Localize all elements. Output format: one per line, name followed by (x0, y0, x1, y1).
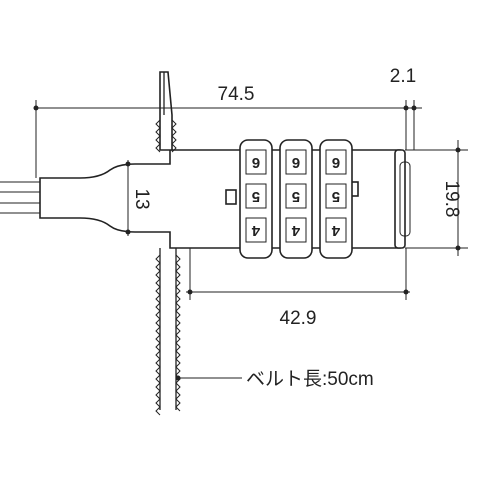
end-cap-label: 2.1 (390, 66, 416, 87)
dial-1-bottom-digit: 4 (251, 222, 260, 239)
dial-2-top-digit: 6 (292, 154, 300, 171)
overall-length-label: 74.5 (218, 84, 255, 105)
dimension-dial-span: 42.9 (186, 248, 410, 329)
dimension-neck-height: 13 (125, 160, 152, 236)
height-label: 19.8 (441, 181, 462, 218)
belt-strap (155, 71, 181, 416)
dimension-end-cap: 2.1 (380, 66, 422, 150)
dimension-height: 19.8 (405, 140, 468, 256)
belt-length-note: ベルト長:50cm (175, 369, 374, 390)
combination-dials: 6 6 6 5 5 5 4 4 4 (239, 139, 353, 259)
dial-2-middle-digit: 5 (292, 188, 300, 205)
dial-3-middle-digit: 5 (332, 188, 340, 205)
dial-span-label: 42.9 (280, 308, 317, 329)
neck-height-label: 13 (131, 188, 152, 209)
belt-length-label: ベルト長:50cm (246, 369, 374, 390)
dimension-overall-length: 74.5 (33, 84, 409, 178)
dial-2-bottom-digit: 4 (291, 222, 300, 239)
end-cap (394, 149, 411, 249)
dial-3-top-digit: 6 (332, 154, 340, 171)
left-pin (225, 189, 237, 205)
cable-wires (0, 181, 40, 214)
dial-1-top-digit: 6 (252, 154, 260, 171)
dial-3-bottom-digit: 4 (331, 222, 340, 239)
dial-1-middle-digit: 5 (252, 188, 260, 205)
